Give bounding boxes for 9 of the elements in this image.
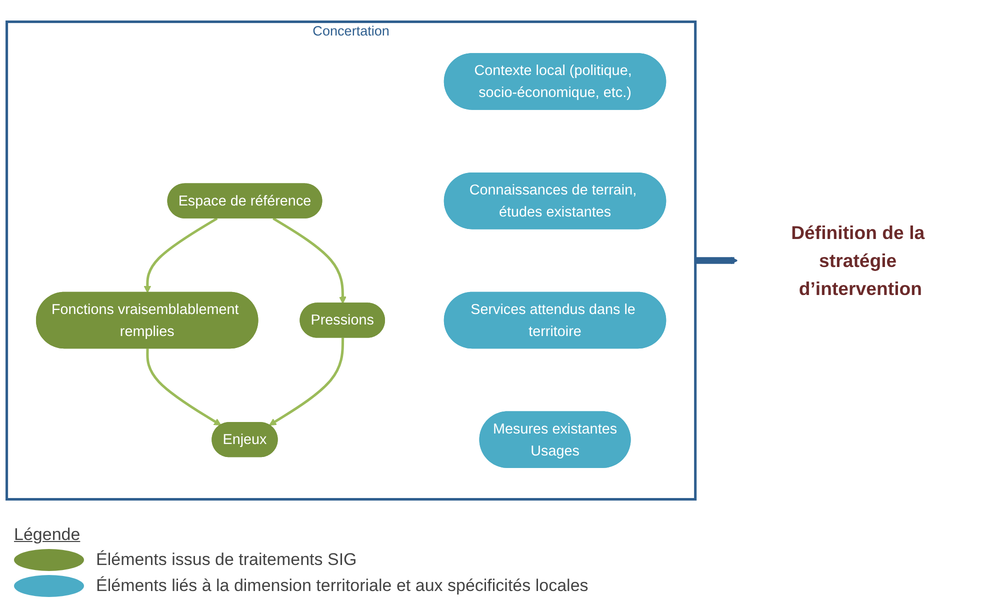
arrow xyxy=(269,338,344,426)
legend-heading: Légende xyxy=(14,525,82,545)
legend-text: Éléments issus de traitements SIG xyxy=(96,550,357,570)
legend-text: Éléments liés à la dimension territoriale et aux spécificités locales xyxy=(96,576,588,596)
arrow xyxy=(272,217,346,304)
arrow xyxy=(144,217,218,293)
node-text: Définition de la stratégie d’intervention xyxy=(791,222,925,300)
arrow xyxy=(146,348,222,426)
arrow xyxy=(695,256,738,264)
